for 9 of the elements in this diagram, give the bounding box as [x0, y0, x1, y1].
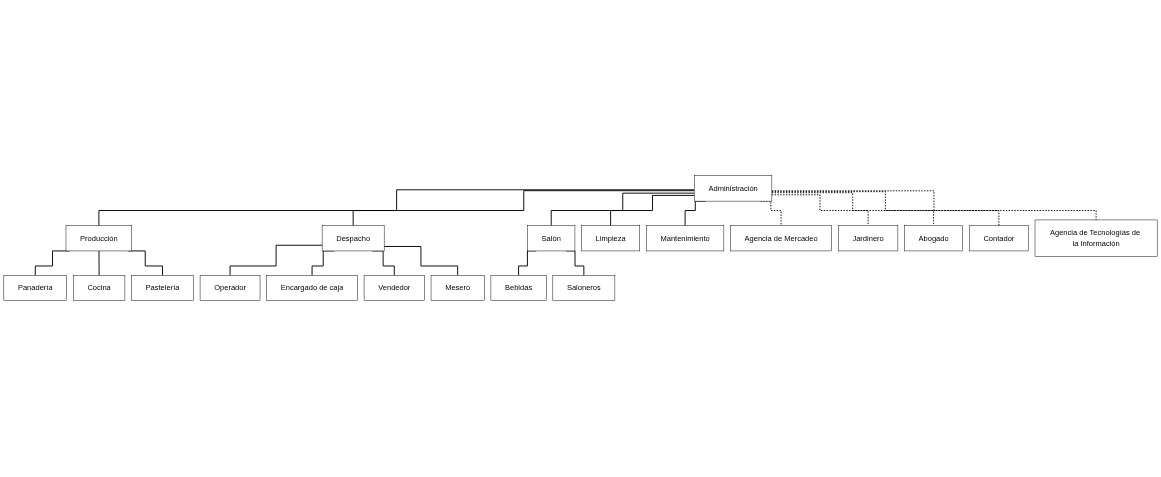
connector	[352, 190, 695, 227]
connector	[771, 191, 1000, 227]
connector	[383, 246, 459, 277]
connector	[610, 195, 695, 227]
connector	[771, 190, 1097, 221]
connector	[229, 245, 323, 277]
connector	[550, 192, 695, 227]
connector	[98, 189, 695, 227]
connector	[771, 192, 935, 227]
